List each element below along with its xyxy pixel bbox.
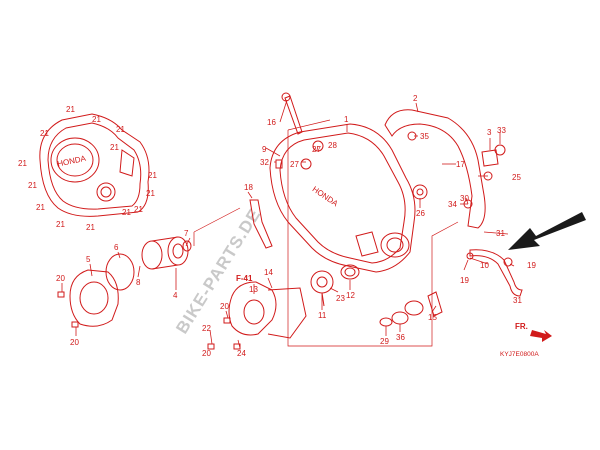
callout-21n: 21	[134, 205, 143, 214]
callout-28: 28	[328, 141, 337, 150]
callout-29: 29	[380, 337, 389, 346]
callout-21j: 21	[36, 203, 45, 212]
callout-36: 36	[396, 333, 405, 342]
callout-21d: 21	[116, 125, 125, 134]
bolts-drawing	[57, 131, 513, 350]
callout-31b: 31	[513, 296, 522, 305]
front-direction-label: FR.	[515, 322, 528, 331]
callout-20d: 20	[202, 349, 211, 358]
callout-21g: 21	[148, 171, 157, 180]
callout-21l: 21	[56, 220, 65, 229]
bearing-drawing	[412, 184, 428, 200]
callout-10: 10	[480, 261, 489, 270]
dipstick-drawing	[284, 95, 303, 135]
watermark-text: BIKE-PARTS.DE	[172, 205, 264, 337]
callout-11: 11	[318, 311, 327, 320]
crankcase-cover-drawing: HONDA	[269, 123, 416, 273]
water-pipe-drawing	[469, 249, 523, 297]
callouts: 1 2 3 4 5 6 7 8 9 10 11 12 13 14 15 16 1…	[18, 94, 536, 358]
seal-36-drawing	[391, 311, 409, 325]
pointer-arrow-icon	[508, 212, 586, 250]
callout-17: 17	[456, 160, 465, 169]
callout-32: 32	[260, 158, 269, 167]
callout-16: 16	[267, 118, 276, 127]
callout-23: 23	[336, 294, 345, 303]
assembly-frame	[287, 130, 459, 347]
oil-filter-drawing	[141, 236, 192, 270]
callout-26: 26	[416, 209, 425, 218]
callout-27b: 27	[312, 145, 321, 154]
callout-6: 6	[114, 243, 119, 252]
callout-20c: 20	[220, 302, 229, 311]
callout-8: 8	[136, 278, 141, 287]
oil-seal-drawing	[340, 264, 360, 280]
callout-2: 2	[413, 94, 418, 103]
callout-20a: 20	[56, 274, 65, 283]
callout-18: 18	[244, 183, 253, 192]
filter-cover-drawing	[69, 269, 119, 327]
gasket-drawing	[384, 109, 486, 229]
cover-logo-text: HONDA	[57, 154, 88, 169]
callout-4: 4	[173, 291, 178, 300]
seal-29-drawing	[379, 317, 393, 327]
callout-21k: 21	[122, 208, 131, 217]
parts-code-text: KYJ7E0800A	[500, 351, 539, 358]
callout-21e: 21	[110, 143, 119, 152]
callout-9: 9	[262, 145, 267, 154]
callout-20b: 20	[70, 338, 79, 347]
water-pump-drawing	[228, 281, 307, 339]
callout-21c: 21	[40, 129, 49, 138]
callout-5: 5	[86, 255, 91, 264]
callout-14: 14	[264, 268, 273, 277]
seal-drawing	[404, 300, 424, 316]
callout-12: 12	[346, 291, 355, 300]
callout-34: 34	[448, 200, 457, 209]
collar-drawing	[481, 149, 499, 167]
callout-30: 30	[460, 194, 469, 203]
front-arrow-icon	[530, 330, 552, 342]
callout-25: 25	[512, 173, 521, 182]
front-direction-indicator: FR.	[515, 322, 552, 342]
o-ring-drawing	[105, 253, 135, 291]
callout-f41: F-41	[236, 274, 253, 283]
callout-21a: 21	[66, 105, 75, 114]
crankcase-logo-text: HONDA	[311, 185, 341, 209]
leader-lines	[61, 99, 515, 349]
callout-1: 1	[344, 115, 349, 124]
callout-13: 13	[249, 285, 258, 294]
bracket-drawing	[249, 199, 273, 249]
callout-21b: 21	[92, 115, 101, 124]
callout-35: 35	[420, 132, 429, 141]
callout-21f: 21	[18, 159, 27, 168]
callout-19b: 19	[460, 276, 469, 285]
callout-7: 7	[184, 229, 189, 238]
callout-27a: 27	[290, 160, 299, 169]
callout-33: 33	[497, 126, 506, 135]
callout-3: 3	[487, 128, 492, 137]
callout-22: 22	[202, 324, 211, 333]
callout-21i: 21	[146, 189, 155, 198]
clutch-cover-drawing: HONDA	[39, 113, 150, 217]
callout-24: 24	[237, 349, 246, 358]
callout-31a: 31	[496, 229, 505, 238]
callout-21h: 21	[28, 181, 37, 190]
callout-19a: 19	[527, 261, 536, 270]
callout-15: 15	[428, 313, 437, 322]
callout-21m: 21	[86, 223, 95, 232]
